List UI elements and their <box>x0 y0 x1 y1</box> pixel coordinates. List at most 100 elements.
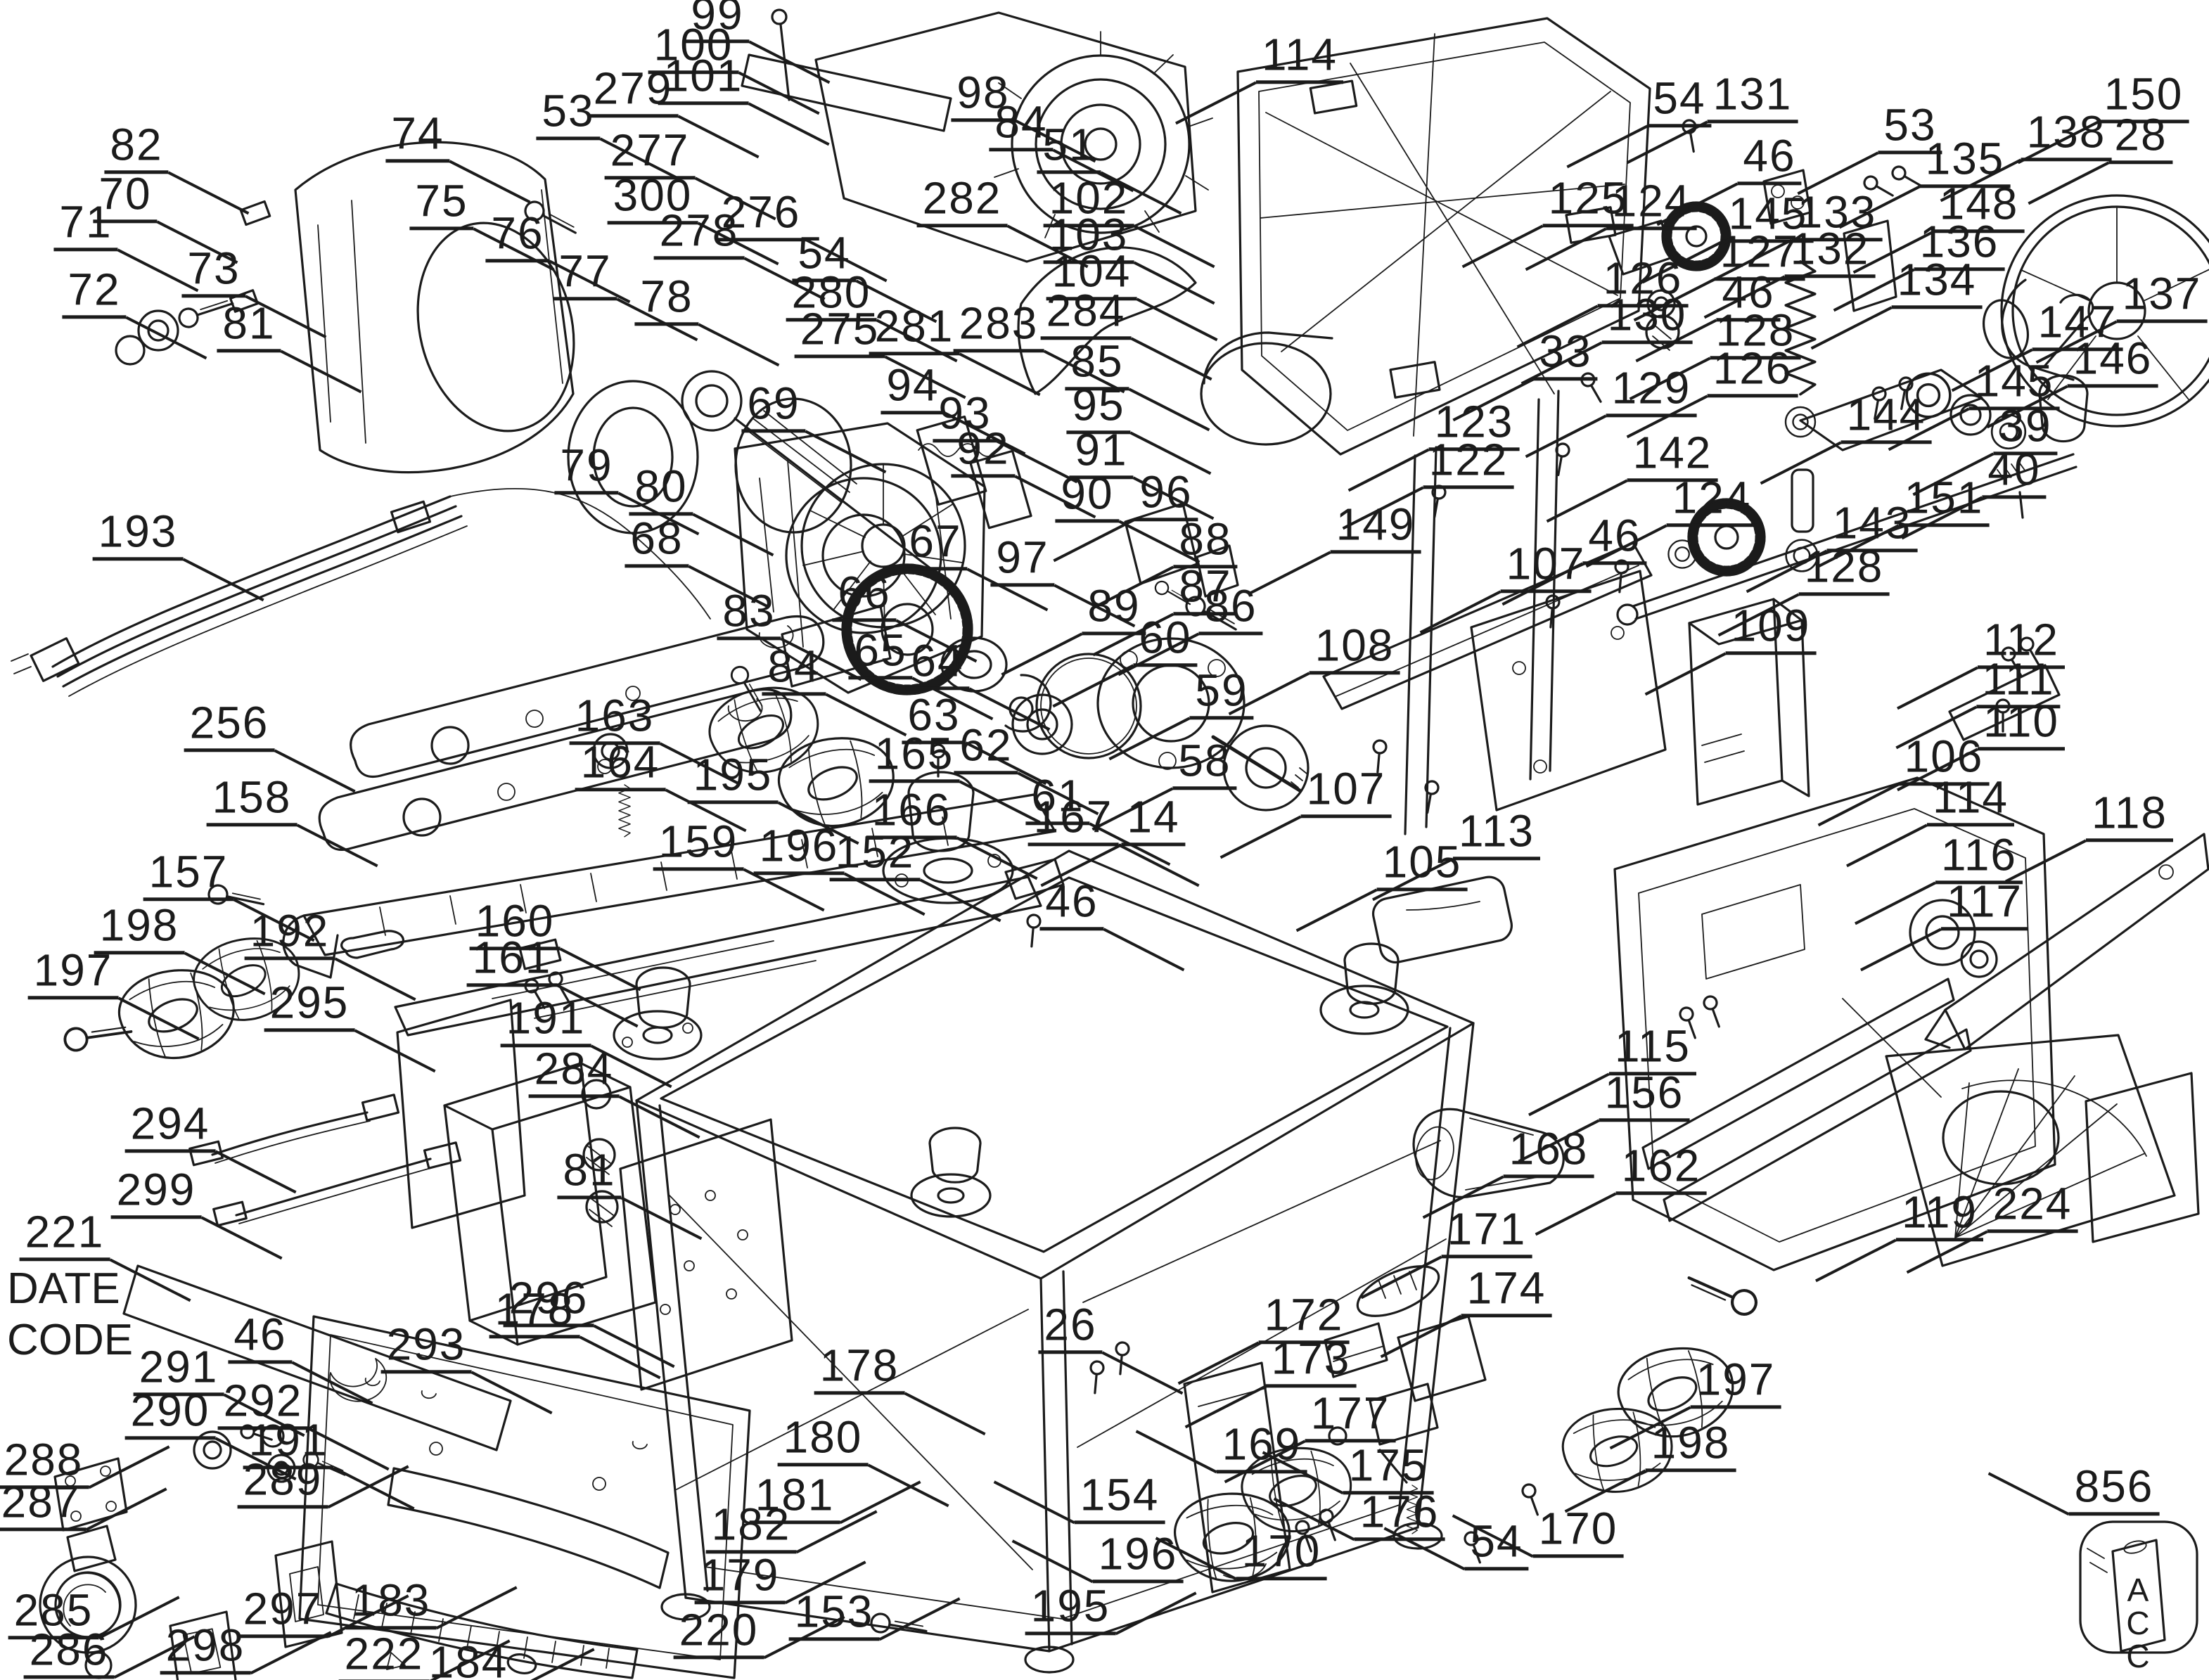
part-callout-145: 145 <box>1641 188 1814 284</box>
part-number: 164 <box>580 736 660 788</box>
part-number: 54 <box>1653 72 1706 124</box>
part-callout-72: 72 <box>62 264 207 360</box>
part-callout-156: 156 <box>1518 1070 1690 1163</box>
part-callout-193: 193 <box>92 508 264 602</box>
part-callout-167: 167 <box>1027 791 1200 887</box>
part-number: 294 <box>130 1098 210 1149</box>
part-callout-276: 276 <box>715 189 888 283</box>
part-callout-298: 298 <box>160 1622 332 1675</box>
part-number: 288 <box>4 1434 84 1485</box>
part-callout-109: 109 <box>1644 600 1817 696</box>
part-callout-107: 107 <box>1419 541 1592 634</box>
part-callout-170: 170 <box>1155 1528 1327 1581</box>
part-callout-172: 172 <box>1177 1289 1350 1385</box>
part-callout-280: 280 <box>786 267 958 363</box>
part-callout-162: 162 <box>1535 1143 1707 1236</box>
part-number: 92 <box>956 423 1010 474</box>
part-callout-123: 123 <box>1347 399 1520 492</box>
leader-line <box>559 947 641 992</box>
part-number: 87 <box>1179 560 1232 612</box>
part-number: 94 <box>886 359 940 411</box>
part-number: 72 <box>68 264 121 315</box>
leader-line <box>1115 1591 1197 1636</box>
part-number: 173 <box>1271 1333 1351 1384</box>
part-callout-80: 80 <box>629 463 774 557</box>
part-number: 179 <box>700 1549 780 1601</box>
part-callout-108: 108 <box>1228 622 1400 716</box>
part-callout-54: 54 <box>1566 72 1712 169</box>
part-callout-196: 196 <box>1011 1531 1184 1584</box>
part-callout-46: 46 <box>1635 269 1781 363</box>
part-callout-290: 290 <box>124 1387 297 1481</box>
part-number: 111 <box>1982 653 2055 705</box>
part-number: 172 <box>1264 1289 1344 1340</box>
part-callout-222: 222 <box>338 1631 511 1680</box>
part-callout-256: 256 <box>184 697 356 793</box>
leader-line <box>1295 888 1378 932</box>
leader-line <box>1101 1351 1184 1395</box>
part-callout-197: 197 <box>1609 1357 1781 1450</box>
leader-line <box>579 1335 661 1380</box>
part-number: 90 <box>1061 468 1114 519</box>
part-callout-152: 152 <box>829 829 1001 923</box>
part-number: 159 <box>658 816 738 867</box>
part-callout-175: 175 <box>1262 1442 1434 1495</box>
part-number: 84 <box>994 96 1048 148</box>
part-callout-62: 62 <box>954 722 1099 816</box>
part-callout-293: 293 <box>380 1319 553 1415</box>
leader-line <box>1525 414 1607 459</box>
part-number: 178 <box>819 1340 899 1391</box>
part-number: 74 <box>391 108 444 159</box>
part-number: 291 <box>139 1341 219 1392</box>
part-number: 54 <box>798 227 851 278</box>
part-callout-151: 151 <box>1817 475 1990 568</box>
armature-fan <box>800 463 966 629</box>
leader-line <box>1644 652 1727 696</box>
leader-line <box>1380 1314 1462 1359</box>
part-number: 181 <box>755 1469 835 1520</box>
part-callout-68: 68 <box>625 515 770 609</box>
part-callout-182: 182 <box>705 1501 878 1554</box>
part-number: 281 <box>874 300 954 352</box>
part-number: 109 <box>1731 600 1811 651</box>
part-number: 148 <box>1939 178 2019 229</box>
part-number: 46 <box>1588 510 1641 561</box>
part-callout-160: 160 <box>469 898 641 992</box>
part-number: 133 <box>1797 186 1877 238</box>
part-callout-191: 191 <box>500 995 672 1089</box>
part-number: 78 <box>640 271 693 322</box>
part-callout-131: 131 <box>1626 71 1798 165</box>
part-callout-84: 84 <box>762 643 907 737</box>
part-callout-78: 78 <box>634 271 780 367</box>
part-number: 145 <box>1728 188 1808 239</box>
part-callout-26: 26 <box>1038 1302 1184 1395</box>
part-callout-39: 39 <box>1912 403 2058 496</box>
part-callout-146: 146 <box>1986 335 2158 429</box>
part-number: 114 <box>1932 771 2009 823</box>
part-number: 112 <box>1983 614 2060 665</box>
part-number: 71 <box>59 196 113 248</box>
part-callout-195: 195 <box>687 752 859 845</box>
part-number: 99 <box>691 0 744 39</box>
part-number: 14 <box>1127 791 1180 842</box>
part-number: 224 <box>1992 1178 2073 1229</box>
part-callout-124: 124 <box>1585 475 1757 568</box>
part-number: 167 <box>1033 791 1113 842</box>
part-number: 293 <box>386 1319 466 1370</box>
leader-line <box>200 1216 283 1260</box>
part-number: 77 <box>558 245 612 297</box>
part-number: 256 <box>189 697 269 748</box>
part-callout-58: 58 <box>1091 738 1237 831</box>
part-number: 280 <box>791 267 871 318</box>
part-callout-181: 181 <box>749 1469 921 1525</box>
part-number: 198 <box>99 899 179 951</box>
acc-plate <box>2079 1520 2198 1654</box>
leader-line <box>1135 1430 1217 1474</box>
part-number: 297 <box>243 1583 323 1634</box>
part-callout-81: 81 <box>557 1147 703 1240</box>
part-callout-63: 63 <box>902 692 1047 786</box>
part-callout-300: 300 <box>607 172 779 266</box>
part-number: 128 <box>1804 541 1884 592</box>
part-callout-165: 165 <box>869 731 1041 824</box>
